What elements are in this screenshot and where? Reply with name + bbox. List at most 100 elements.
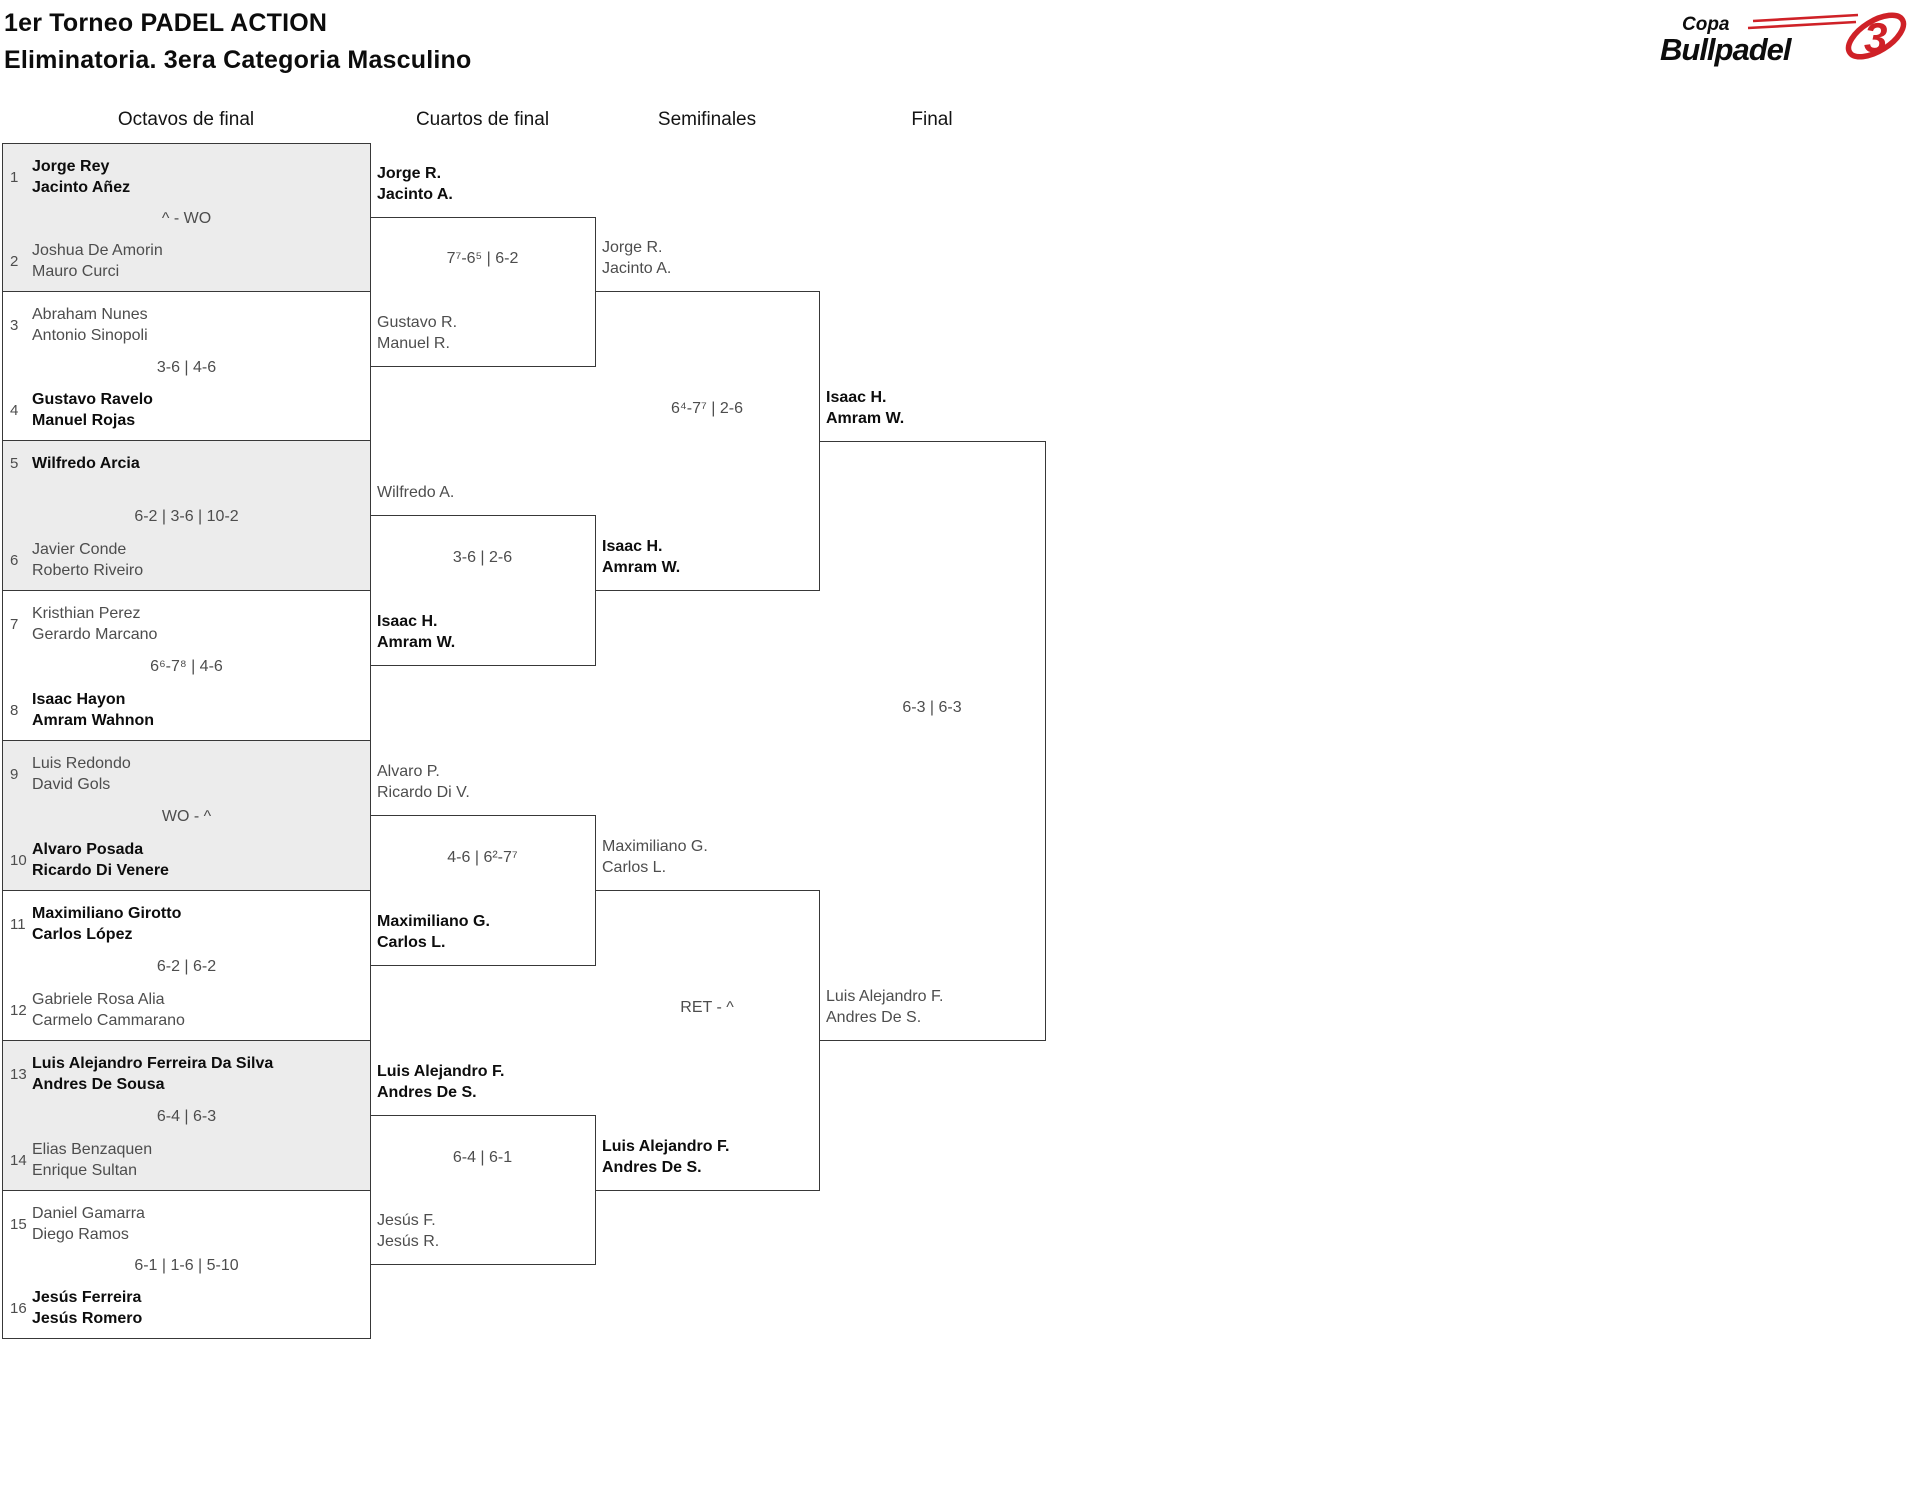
team-name-winner: Manuel Rojas [32, 412, 136, 429]
copa-bullpadel-logo: Copa Bullpadel 3 [1660, 8, 1912, 68]
team-name: Alvaro P. [377, 763, 440, 780]
team-name: Jesús F. [377, 1212, 436, 1229]
team-name: Kristhian Perez [32, 605, 141, 622]
team-name: Maximiliano G. [602, 838, 708, 855]
team-name: Roberto Riveiro [32, 562, 144, 579]
team-name: Joshua De Amorin [32, 242, 163, 259]
team-name-winner: Amram W. [377, 634, 456, 651]
team-name-winner: Carlos López [32, 926, 133, 943]
team-name-winner: Jacinto A. [377, 186, 453, 203]
seed-number: 4 [10, 401, 19, 419]
page-title: 1er Torneo PADEL ACTION Eliminatoria. 3e… [4, 5, 471, 79]
team-name: Jacinto A. [602, 260, 672, 278]
match-score: ^ - WO [161, 210, 212, 227]
team-name-winner: Alvaro Posada [32, 841, 144, 858]
seed-number: 8 [10, 701, 19, 719]
team-name-winner: Isaac H. [602, 538, 663, 555]
team-name-winner: Luis Alejandro Ferreira Da Silva [32, 1055, 274, 1072]
team-name-winner: Andres De S. [602, 1158, 702, 1176]
team-name: Gerardo Marcano [32, 626, 158, 643]
logo-emblem-glyph: 3 [1864, 14, 1887, 61]
match-score: 6-4 | 6-3 [156, 1108, 217, 1125]
final-slot-bottom: Luis Alejandro F. Andres De S. [826, 986, 943, 1028]
team-name: Carmelo Cammarano [32, 1012, 185, 1029]
team-name-winner: Isaac H. [377, 613, 438, 630]
tournament-title: 1er Torneo PADEL ACTION [4, 9, 328, 37]
team-name-winner: Amram W. [826, 409, 905, 427]
final-score: 6-3 | 6-3 [902, 699, 962, 717]
match-score: 6⁶-7⁸ | 4-6 [150, 658, 223, 675]
team-name-winner: Isaac H. [826, 388, 887, 406]
team-name: Jesús R. [377, 1233, 440, 1250]
team-name-winner: Isaac Hayon [32, 691, 126, 708]
qf-score: 4-6 | 6²-7⁷ [447, 849, 518, 866]
round-header-3: Semifinales [657, 109, 757, 130]
seed-number: 14 [10, 1151, 27, 1169]
team-top: Wilfredo Arcia [32, 453, 140, 474]
team-name-winner: Jorge R. [377, 165, 442, 182]
tournament-subtitle: Eliminatoria. 3era Categoria Masculino [4, 46, 472, 74]
sf-slot-bottom: Luis Alejandro F. Andres De S. [602, 1136, 729, 1178]
qf-slot-top: Luis Alejandro F.Andres De S. [377, 1061, 504, 1103]
qf-slot-top: Wilfredo A. [377, 482, 454, 503]
team-name-winner: Maximiliano G. [377, 913, 490, 930]
team-name-winner: Carlos L. [377, 934, 446, 951]
team-name-winner: Andres De Sousa [32, 1076, 165, 1093]
round-header-2: Cuartos de final [415, 109, 550, 130]
team-name: Antonio Sinopoli [32, 327, 148, 344]
seed-number: 10 [10, 851, 27, 869]
sf-slot-top: Maximiliano G.Carlos L. [602, 836, 708, 878]
qf-slot-bottom: Isaac H. Amram W. [377, 611, 455, 653]
qf-slot-bottom: Maximiliano G. Carlos L. [377, 911, 490, 953]
logo-copa-text: Copa [1682, 14, 1730, 35]
seed-number: 6 [10, 551, 19, 569]
qf-slot-bottom: Gustavo R.Manuel R. [377, 312, 457, 354]
qf-slot-top: Alvaro P.Ricardo Di V. [377, 761, 470, 803]
team-name-winner: Luis Alejandro F. [377, 1063, 505, 1080]
team-name: Mauro Curci [32, 263, 120, 280]
team-name-winner: Jesús Romero [32, 1310, 143, 1327]
seed-number: 7 [10, 615, 19, 633]
team-name-winner: Luis Alejandro F. [602, 1137, 730, 1155]
team-name-winner: Wilfredo Arcia [32, 455, 140, 472]
team-name-winner: Amram W. [602, 559, 681, 576]
team-name: Manuel R. [377, 334, 450, 352]
match-score: 3-6 | 4-6 [156, 358, 217, 376]
logo-speedline-1 [1752, 13, 1859, 23]
qf-slot-bottom: Jesús F. Jesús R. [377, 1210, 439, 1252]
team-name: Gabriele Rosa Alia [32, 991, 165, 1008]
match-score: WO - ^ [161, 808, 212, 825]
final-match-1 [819, 440, 1046, 1041]
seed-number: 2 [10, 252, 19, 270]
team-name: Daniel Gamarra [32, 1205, 145, 1222]
seed-number: 5 [10, 455, 19, 472]
team-name: Luis Alejandro F. [826, 987, 944, 1005]
seed-number: 3 [10, 316, 19, 334]
team-name-winner: Jorge Rey [32, 158, 110, 175]
team-name: Andres De S. [826, 1008, 922, 1026]
team-name-winner: Ricardo Di Venere [32, 862, 169, 879]
logo-bullpadel-text: Bullpadel [1660, 32, 1793, 67]
sf-slot-bottom: Isaac H. Amram W. [602, 536, 680, 578]
team-name-winner: Gustavo Ravelo [32, 391, 153, 408]
match-score: 6-2 | 6-2 [156, 958, 217, 975]
seed-number: 16 [10, 1299, 27, 1317]
team-name-winner: Maximiliano Girotto [32, 905, 182, 922]
final-slot-top: Isaac H. Amram W. [826, 387, 904, 429]
qf-score: 3-6 | 2-6 [452, 549, 513, 566]
